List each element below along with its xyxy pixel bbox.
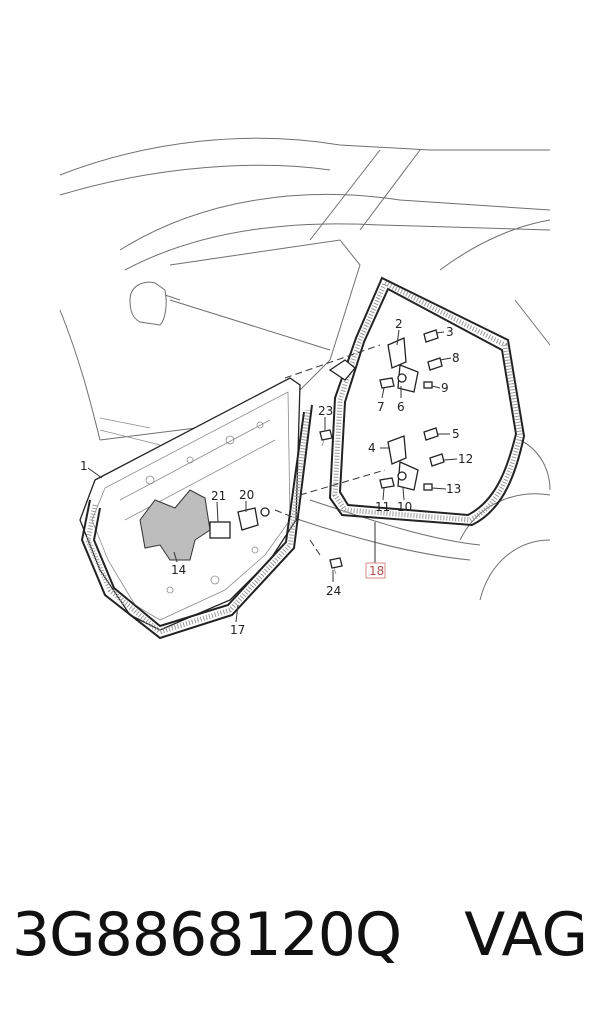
part-number: 3G8868120Q <box>12 900 402 970</box>
callout-6: 6 <box>397 400 405 414</box>
callout-23: 23 <box>318 404 333 418</box>
brand-name: VAG <box>464 900 588 970</box>
insulation-patch <box>139 489 211 561</box>
lower-hinge <box>379 427 445 491</box>
side-mirror <box>129 281 181 326</box>
callout-7: 7 <box>377 400 385 414</box>
door-seal <box>80 404 313 640</box>
callout-20: 20 <box>239 488 254 502</box>
callout-9: 9 <box>441 381 449 395</box>
callout-1: 1 <box>80 459 88 473</box>
upper-hinge <box>379 329 443 393</box>
callout-5: 5 <box>452 427 460 441</box>
leader-lines <box>87 329 458 623</box>
callout-10: 10 <box>397 500 412 514</box>
bolt-23 <box>319 429 333 447</box>
car-body-outline <box>59 137 551 601</box>
part-20 <box>237 507 259 531</box>
callout-13: 13 <box>446 482 461 496</box>
callout-21: 21 <box>211 489 226 503</box>
exploded-parts-diagram: 1 2 3 4 5 6 7 8 9 10 11 12 13 14 17 18 2… <box>59 137 551 640</box>
rear-door-panel <box>79 377 301 631</box>
footer: 3G8868120Q VAG <box>0 895 600 975</box>
callout-11: 11 <box>375 500 390 514</box>
callout-14: 14 <box>171 563 186 577</box>
callout-labels: 1 2 3 4 5 6 7 8 9 10 11 12 13 14 17 18 2… <box>80 317 473 637</box>
callout-18: 18 <box>369 564 384 578</box>
callout-18-box <box>365 562 386 579</box>
callout-24: 24 <box>326 584 341 598</box>
callout-2: 2 <box>395 317 403 331</box>
assembly-lines <box>274 344 386 556</box>
bolt-24 <box>329 557 343 575</box>
callout-12: 12 <box>458 452 473 466</box>
door-opening-seal <box>328 276 526 527</box>
callout-17: 17 <box>230 623 245 637</box>
callout-4: 4 <box>368 441 376 455</box>
callout-8: 8 <box>452 351 460 365</box>
callout-3: 3 <box>446 325 454 339</box>
part-21 <box>209 521 231 539</box>
